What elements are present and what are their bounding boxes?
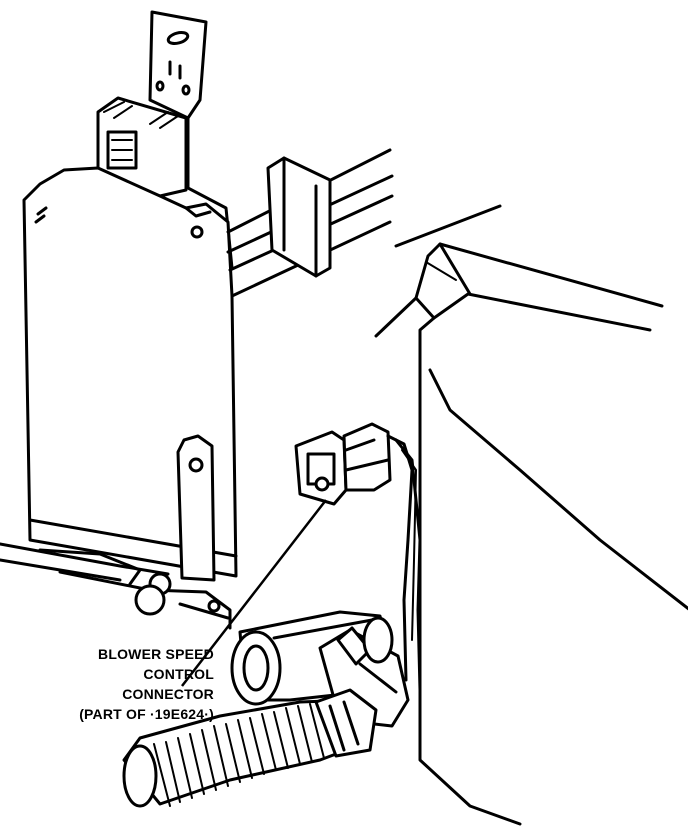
blower-control-module (22, 166, 238, 582)
terminal-block (96, 96, 188, 198)
lower-rail (0, 542, 232, 630)
callout-line-1: BLOWER SPEED (98, 646, 214, 662)
callout-line-3: CONNECTOR (122, 686, 214, 702)
callout-line-4: (PART OF ·19E624·) (79, 706, 214, 722)
blower-speed-connector (294, 422, 422, 692)
callout-label: BLOWER SPEED CONTROL CONNECTOR (PART OF … (14, 644, 214, 724)
callout-line-2: CONTROL (143, 666, 214, 682)
mounting-bracket (148, 10, 234, 270)
corrugated-hose (122, 688, 378, 808)
dash-panel (374, 204, 688, 826)
callout-leader-line (181, 499, 327, 687)
mounting-rail (226, 148, 394, 298)
